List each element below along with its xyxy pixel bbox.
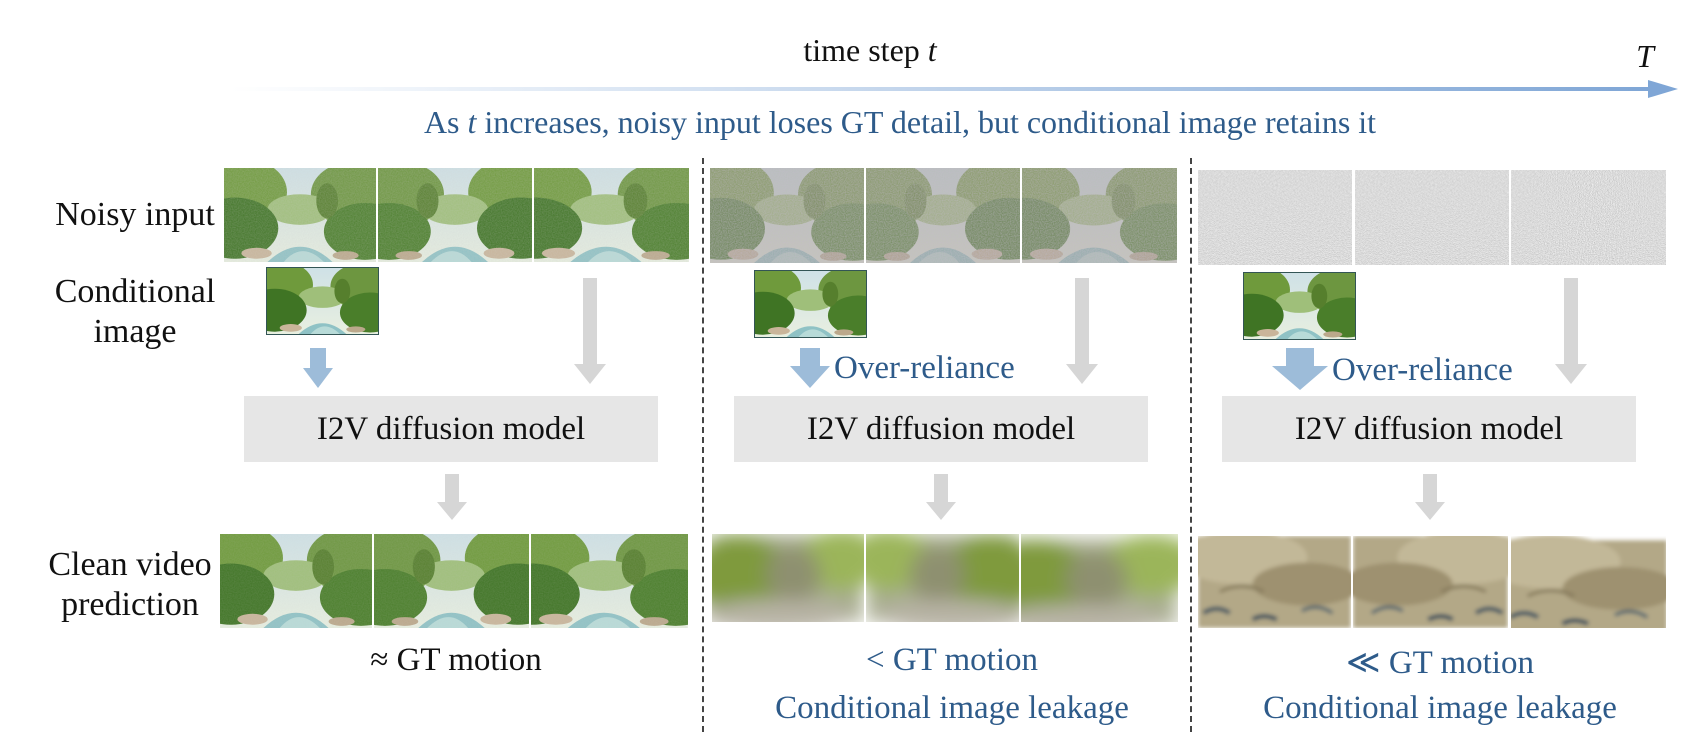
prediction-frame <box>712 534 864 622</box>
row-label-conditional-image: Conditional image <box>40 272 230 352</box>
noisy-frame <box>866 168 1020 263</box>
conditional-image-thumbnail <box>266 267 379 335</box>
prediction-frame <box>374 534 529 628</box>
prediction-frame <box>1021 534 1178 622</box>
leakage-label: Conditional image leakage <box>775 690 1129 726</box>
leakage-label: Conditional image leakage <box>1263 690 1617 726</box>
prediction-frame <box>1198 536 1351 628</box>
motion-label: < GT motion <box>865 642 1038 678</box>
condition-arrow-down <box>790 348 830 388</box>
model-box-label: I2V diffusion model <box>1294 410 1564 447</box>
model-box: I2V diffusion model <box>244 396 658 462</box>
model-box-label: I2V diffusion model <box>806 410 1076 447</box>
noisy-input-arrow-down <box>1066 278 1098 384</box>
time-axis-label: time step t <box>720 32 1020 69</box>
header-note-variable: t <box>467 104 477 140</box>
model-box-label: I2V diffusion model <box>316 410 586 447</box>
panel-divider-2 <box>1190 158 1192 732</box>
noisy-frame <box>1355 170 1509 265</box>
row-label-clean-prediction: Clean video prediction <box>30 545 230 625</box>
output-arrow-down <box>926 474 956 520</box>
over-reliance-label: Over-reliance <box>834 350 1015 386</box>
noisy-frame <box>1511 170 1666 265</box>
model-box: I2V diffusion model <box>734 396 1148 462</box>
output-arrow-down <box>1415 474 1445 520</box>
motion-label: ≈ GT motion <box>370 642 542 678</box>
time-axis-end-label: T <box>1636 38 1654 74</box>
noisy-input-arrow-down <box>574 278 606 384</box>
row-label-clean-line1: Clean video <box>48 546 212 583</box>
noisy-input-arrow-down <box>1555 278 1587 384</box>
model-box: I2V diffusion model <box>1222 396 1636 462</box>
header-note-text: increases, noisy input loses GT detail, … <box>484 104 1377 140</box>
noisy-frame <box>378 168 532 262</box>
panel-divider-1 <box>702 158 704 732</box>
time-axis-variable: t <box>927 32 937 68</box>
over-reliance-label: Over-reliance <box>1332 352 1513 388</box>
motion-label: ≪ GT motion <box>1346 645 1534 681</box>
prediction-frame <box>531 534 688 628</box>
row-label-noisy-input: Noisy input <box>40 195 230 235</box>
conditional-image-thumbnail <box>754 270 867 338</box>
prediction-frame <box>1511 536 1666 628</box>
prediction-frame <box>1353 536 1508 628</box>
noisy-frame <box>1022 168 1177 263</box>
condition-arrow-down <box>303 348 333 388</box>
condition-arrow-down <box>1272 348 1328 390</box>
row-label-noisy-input-text: Noisy input <box>55 196 215 233</box>
noisy-frame <box>224 168 376 262</box>
time-axis-label-text: time step <box>803 32 920 68</box>
noisy-frame <box>1198 170 1352 265</box>
row-label-conditional-line2: image <box>93 313 177 350</box>
conditional-image-thumbnail <box>1243 272 1356 340</box>
time-axis-arrow <box>230 80 1678 98</box>
row-label-clean-line2: prediction <box>61 586 199 623</box>
output-arrow-down <box>437 474 467 520</box>
noisy-frame <box>710 168 864 263</box>
prediction-frame <box>220 534 372 628</box>
row-label-conditional-line1: Conditional <box>54 273 216 310</box>
header-note-prefix: As <box>423 104 460 140</box>
prediction-frame <box>866 534 1019 622</box>
header-note: As t increases, noisy input loses GT det… <box>300 104 1500 141</box>
noisy-frame <box>534 168 689 262</box>
